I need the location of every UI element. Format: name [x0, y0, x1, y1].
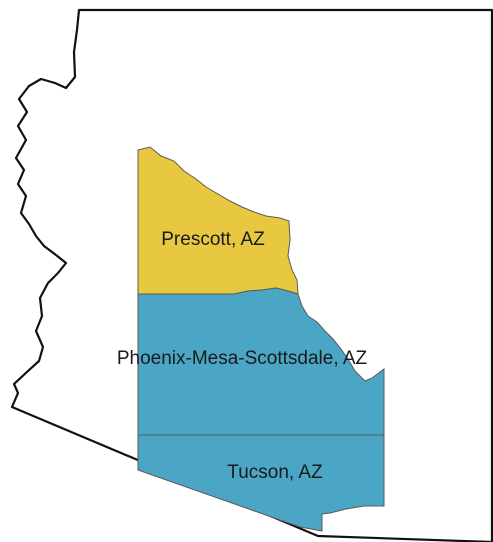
region-phoenix[interactable]	[137, 287, 385, 436]
region-prescott[interactable]	[137, 146, 299, 295]
label-phoenix: Phoenix-Mesa-Scottsdale, AZ	[117, 348, 368, 369]
arizona-state-outline	[10, 8, 493, 542]
label-prescott: Prescott, AZ	[161, 229, 265, 250]
region-tucson[interactable]	[137, 434, 385, 532]
label-tucson: Tucson, AZ	[227, 462, 323, 483]
